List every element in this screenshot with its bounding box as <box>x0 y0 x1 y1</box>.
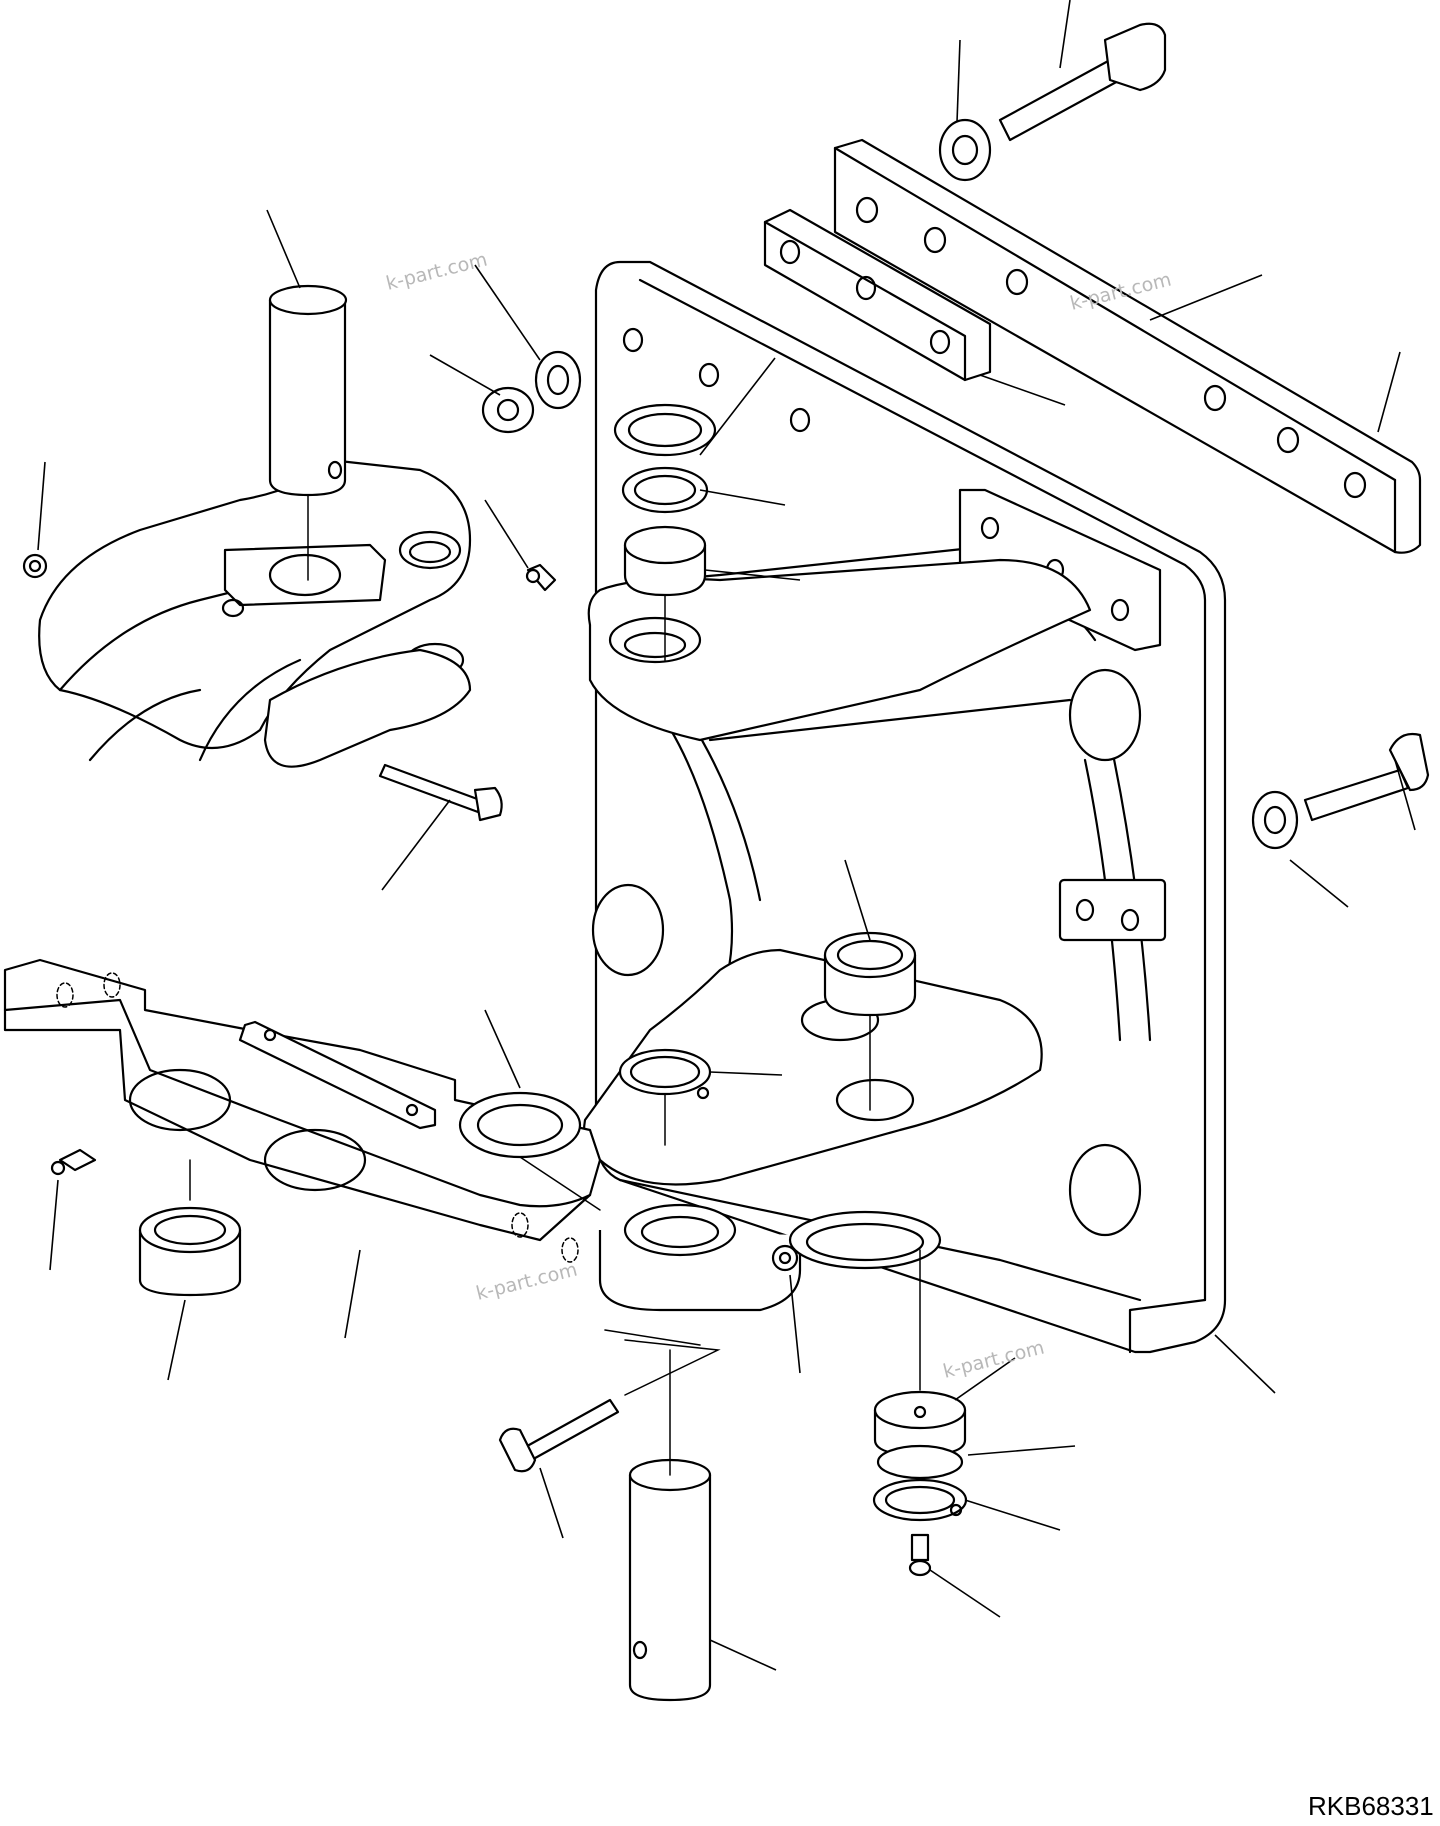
watermark-text: k-part.com <box>384 248 490 294</box>
nut-left <box>22 553 48 579</box>
nut-washer-upper <box>481 350 582 434</box>
grease-fitting-left <box>50 1148 97 1176</box>
bushing-left <box>138 1206 242 1297</box>
leader-lines <box>37 0 1416 1671</box>
bolt-bottom <box>498 1398 620 1473</box>
pin-bottom <box>628 1458 712 1702</box>
seal-stack-right <box>872 1390 968 1522</box>
ring-upper <box>613 403 717 597</box>
lower-pivot-arm <box>582 948 1043 1312</box>
grease-fitting-upper <box>525 563 557 592</box>
upper-pivot-arm <box>587 558 1092 742</box>
grease-fitting-bottom <box>908 1533 932 1577</box>
watermark-text: k-part.com <box>941 1336 1047 1382</box>
shim-plate-long <box>833 138 1422 554</box>
shim-plate-short <box>763 208 992 382</box>
thrust-washer <box>458 1091 582 1159</box>
snap-ring-middle <box>618 1048 712 1100</box>
bolt-right <box>1251 732 1430 850</box>
bolt-left-middle <box>378 763 503 822</box>
bolt-top-right <box>938 22 1167 182</box>
centre-lines <box>189 494 921 1476</box>
upper-left-arm <box>38 458 472 768</box>
nut-lower <box>771 1244 799 1272</box>
lower-left-bar <box>3 958 602 1263</box>
pin-upper-left <box>268 284 348 497</box>
watermark-text: k-part.com <box>474 1258 580 1304</box>
bushing-lower <box>823 931 917 1017</box>
drawing-code: RKB68331 <box>1308 1791 1434 1821</box>
